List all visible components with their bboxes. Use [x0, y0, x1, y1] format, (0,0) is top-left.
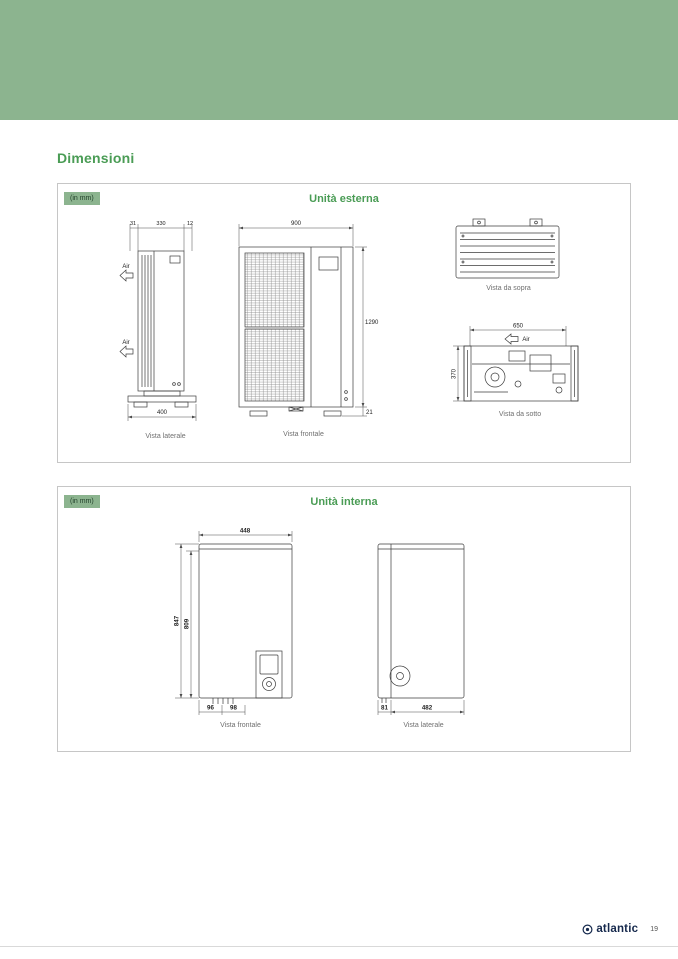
dim-label: 900 — [291, 221, 302, 227]
external-top-drawing — [455, 218, 560, 279]
dim-label: 482 — [422, 705, 433, 712]
dim-label: 1290 — [365, 320, 379, 326]
fan-grille — [244, 252, 305, 328]
dim-label: 448 — [240, 528, 251, 535]
internal-front-view: 448 — [173, 527, 308, 729]
internal-unit-badge: (in mm) — [64, 495, 100, 508]
external-unit-title: Unità esterna — [309, 193, 379, 205]
brand-logo: atlantic — [582, 923, 638, 935]
dim-label: 809 — [184, 618, 191, 629]
air-arrow-icon — [119, 345, 134, 358]
air-label: Air — [122, 264, 129, 270]
air-flow-arrows: Air Air — [119, 264, 134, 358]
internal-front-view-label: Vista frontale — [220, 722, 261, 729]
dim-label: 96 — [207, 705, 214, 712]
page-footer: atlantic 19 — [582, 923, 658, 935]
header-band — [0, 0, 678, 120]
external-side-view: 31 330 12 — [118, 218, 213, 440]
external-bottom-view: 650 Air — [450, 322, 590, 418]
unit-body-outline — [238, 246, 354, 417]
dim-width: 650 — [469, 324, 567, 346]
external-front-drawing: 900 — [238, 221, 379, 417]
dim-label: 12 — [187, 221, 193, 227]
unit-body-outline — [377, 543, 465, 703]
page-number: 19 — [650, 925, 658, 933]
unit-top-outline — [455, 218, 560, 279]
dim-label: 330 — [156, 221, 165, 227]
dim-height-body: 809 — [184, 550, 199, 698]
dim-depth: 370 — [452, 345, 464, 402]
dim-label: 21 — [366, 410, 373, 416]
dim-base-width: 400 — [127, 404, 197, 421]
external-top-view-label: Vista da sopra — [486, 285, 531, 292]
brand-name: atlantic — [596, 923, 639, 935]
unit-bottom-outline — [463, 345, 579, 402]
external-unit-badge: (in mm) — [64, 192, 100, 205]
unit-body-outline — [198, 543, 293, 704]
nameplate — [318, 256, 339, 271]
internal-front-drawing: 448 — [174, 528, 293, 715]
fan-grille — [244, 328, 305, 402]
page-title: Dimensioni — [57, 150, 135, 166]
footer-divider — [0, 946, 678, 947]
dim-label: 650 — [513, 324, 524, 330]
dim-width: 448 — [198, 528, 293, 542]
internal-side-view: 81 482 Vista laterale — [366, 527, 481, 729]
dim-label: 98 — [230, 705, 237, 712]
external-side-drawing: 31 330 12 — [119, 221, 197, 421]
external-front-view: 900 — [226, 216, 381, 438]
air-arrow-icon — [504, 333, 519, 345]
internal-side-view-label: Vista laterale — [403, 722, 444, 729]
external-front-view-label: Vista frontale — [283, 431, 324, 438]
dim-label: 81 — [381, 705, 388, 712]
external-bottom-view-label: Vista da sotto — [498, 411, 542, 418]
dim-width: 900 — [238, 221, 354, 246]
dim-label: 847 — [174, 615, 181, 626]
internal-unit-title: Unità interna — [310, 496, 378, 508]
air-flow-arrow: Air — [504, 333, 530, 345]
atlantic-logo-icon — [582, 923, 593, 935]
dim-height-total: 847 — [174, 543, 199, 699]
dim-top-width: 31 330 12 — [129, 221, 193, 251]
dim-label: 400 — [157, 410, 168, 416]
dim-depth: 81 482 — [377, 700, 465, 715]
control-panel — [255, 650, 283, 699]
external-bottom-drawing: 650 Air — [452, 324, 579, 402]
air-arrow-icon — [119, 269, 134, 282]
external-side-view-label: Vista laterale — [145, 433, 186, 440]
air-label: Air — [122, 340, 129, 346]
internal-unit-panel: (in mm) Unità interna 448 — [57, 486, 631, 752]
dim-label: 31 — [130, 221, 136, 227]
internal-side-drawing: 81 482 — [377, 543, 465, 715]
dim-height: 1290 — [355, 246, 379, 408]
dim-base-height: 21 — [342, 407, 373, 417]
external-unit-panel: (in mm) Unità esterna 31 330 12 — [57, 183, 631, 463]
dim-label: 370 — [452, 368, 458, 379]
unit-body-outline — [127, 250, 197, 408]
external-top-view: Vista da sopra — [446, 216, 571, 292]
dim-connections: 96 98 — [198, 700, 246, 715]
air-label: Air — [522, 337, 529, 343]
